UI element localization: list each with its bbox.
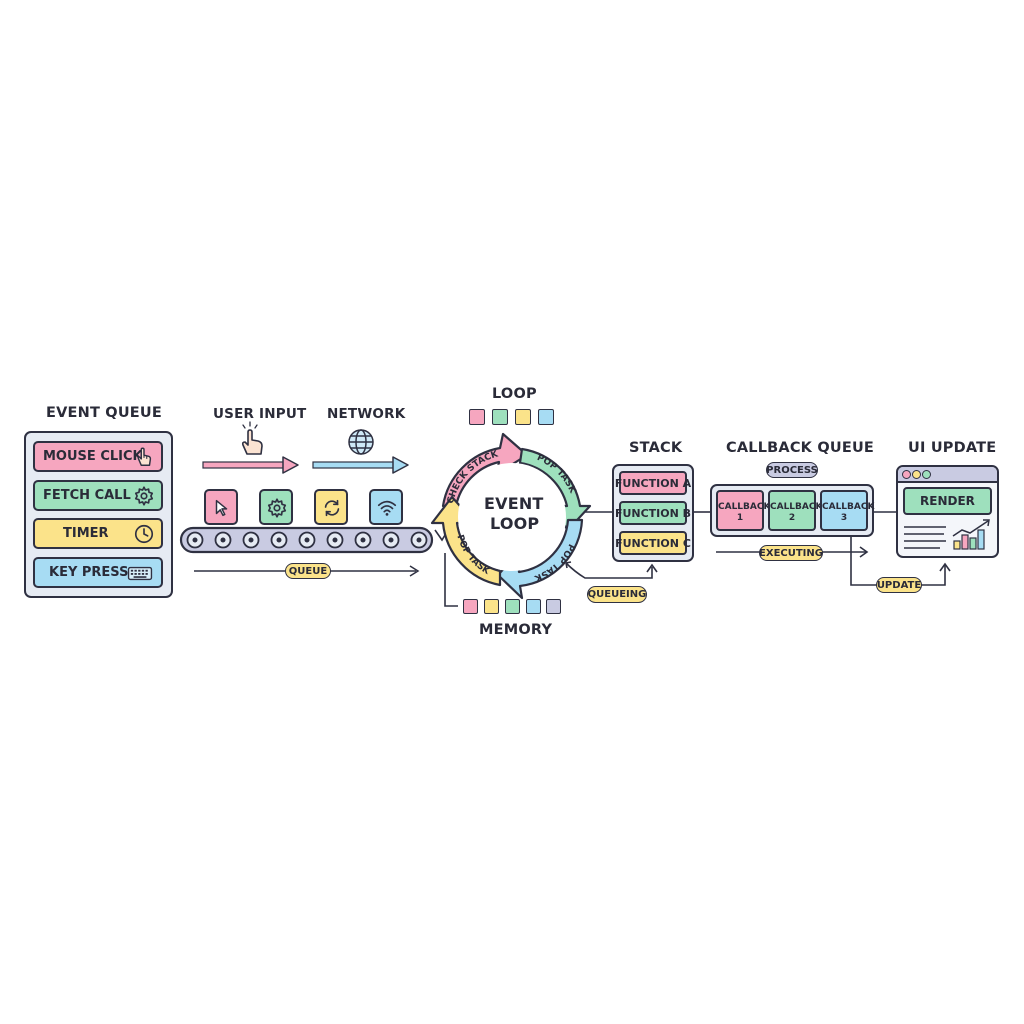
memory-label: MEMORY (479, 622, 553, 638)
browser-titlebar (898, 467, 997, 483)
conveyor-roller-hub (332, 537, 338, 543)
event-item-fetch-call: FETCH CALL (33, 480, 163, 511)
event-item-label: TIMER (63, 526, 109, 541)
window-dot-yellow (912, 470, 921, 479)
network-arrow (312, 456, 409, 474)
hand-tap-icon (241, 421, 263, 455)
conveyor-roller-hub (276, 537, 282, 543)
refresh-icon (324, 499, 340, 517)
stack-function-a: FUNCTION A (615, 471, 691, 495)
loop-square-pink (469, 409, 485, 425)
globe-icon (348, 429, 374, 455)
conveyor-tile-refresh (314, 489, 348, 525)
keyboard-icon (127, 566, 153, 580)
event-item-label: FETCH CALL (43, 488, 131, 503)
conveyor-roller-hub (304, 537, 310, 543)
loop-to-stack-connector (565, 511, 658, 579)
callback-number: 2 (788, 513, 796, 523)
render-button-graphic: RENDER (903, 487, 992, 515)
event-queue-title: EVENT QUEUE (46, 405, 162, 421)
callback-number: 3 (840, 513, 848, 523)
callback-1: CALLBACK 1 (716, 490, 771, 531)
event-loop-center-line1: EVENT (484, 494, 544, 513)
conveyor-roller-hub (388, 537, 394, 543)
pop-task-arc-bottom (496, 518, 584, 600)
process-pill: PROCESS (766, 462, 818, 478)
queueing-pill: QUEUEING (587, 586, 647, 603)
conveyor-tile-wifi (369, 489, 403, 525)
memory-square-pink (463, 599, 478, 614)
update-pill: UPDATE (876, 577, 922, 593)
queue-pill: QUEUE (285, 563, 331, 579)
wifi-icon (377, 500, 397, 516)
event-item-label: KEY PRESS (49, 565, 129, 580)
conveyor-tile-cursor (204, 489, 238, 525)
memory-square-green (505, 599, 520, 614)
callback-number: 1 (736, 513, 744, 523)
cursor-icon (215, 499, 228, 517)
loop-title: LOOP (492, 386, 537, 402)
callback-label: CALLBACK (770, 502, 823, 512)
conveyor-roller-hub (220, 537, 226, 543)
user-input-label: USER INPUT (213, 406, 307, 422)
conveyor-roller-hub (248, 537, 254, 543)
callback-label: CALLBACK (718, 502, 771, 512)
hand-pointer-icon (137, 447, 152, 466)
gear-icon (134, 485, 154, 506)
gear-icon (267, 498, 287, 518)
event-item-mouse-click: MOUSE CLICK (33, 441, 163, 472)
callback-2: CALLBACK 2 (768, 490, 823, 531)
memory-square-yellow (484, 599, 499, 614)
ui-update-title: UI UPDATE (908, 440, 997, 456)
queue-arrow (194, 565, 420, 577)
loop-square-green (492, 409, 508, 425)
clock-icon (134, 524, 154, 543)
event-item-label: MOUSE CLICK (43, 449, 143, 464)
loop-square-blue (538, 409, 554, 425)
conveyor-belt (179, 526, 434, 554)
stack-title: STACK (629, 440, 683, 456)
conveyor-roller-hub (360, 537, 366, 543)
window-dot-red (902, 470, 911, 479)
pop-task-arc-left (430, 495, 502, 587)
executing-pill: EXECUTING (759, 545, 823, 561)
stack-function-b: FUNCTION B (615, 501, 691, 525)
callback-queue-title: CALLBACK QUEUE (726, 440, 875, 456)
memory-square-blue (526, 599, 541, 614)
conveyor-roller-hub (192, 537, 198, 543)
conveyor-tile-gear (259, 489, 293, 525)
user-input-arrow (202, 456, 299, 474)
window-dot-green (922, 470, 931, 479)
pop-task-arc-top (518, 447, 592, 532)
loop-square-yellow (515, 409, 531, 425)
network-label: NETWORK (327, 406, 406, 422)
callback-3: CALLBACK 3 (820, 490, 875, 531)
event-loop-ring (430, 432, 592, 600)
event-loop-center-line2: LOOP (490, 514, 540, 533)
memory-square-lavender (546, 599, 561, 614)
callback-label: CALLBACK (822, 502, 875, 512)
conveyor-roller-hub (416, 537, 422, 543)
event-item-key-press: KEY PRESS (33, 557, 163, 588)
event-item-timer: TIMER (33, 518, 163, 549)
stack-function-c: FUNCTION C (615, 531, 691, 555)
check-stack-arc (441, 432, 529, 508)
